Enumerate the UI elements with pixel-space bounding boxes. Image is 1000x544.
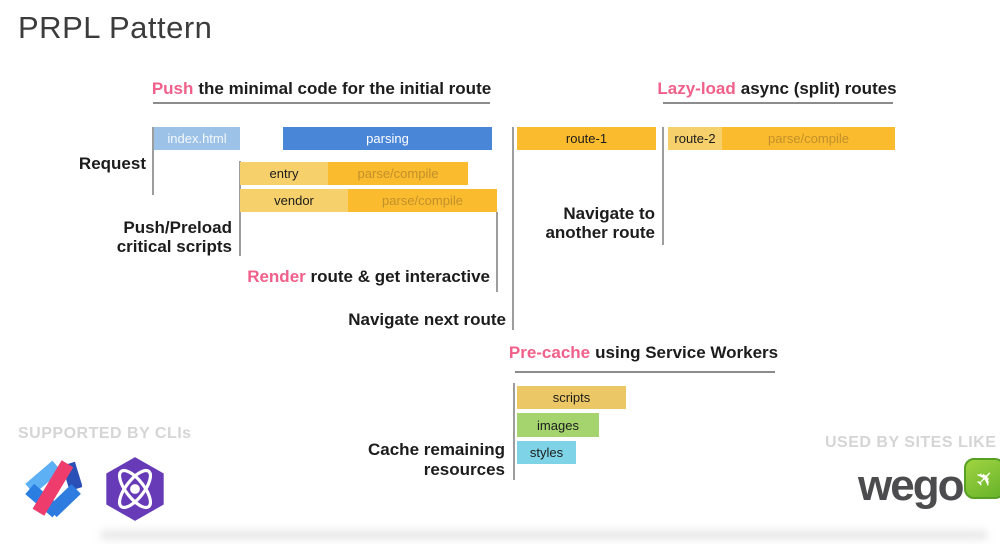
heading-push-highlight: Push [151, 79, 194, 98]
page-title: PRPL Pattern [18, 10, 213, 45]
bar-styles-label: styles [529, 445, 564, 460]
heading-lazyload-highlight: Lazy-load [657, 79, 736, 98]
marker-line-cache [513, 383, 515, 480]
bar-route-2: route-2 parse/compile [668, 127, 895, 150]
heading-precache-rest: using Service Workers [595, 343, 779, 362]
label-push-preload: Push/Preload critical scripts [60, 218, 232, 256]
marker-line-navigate-next [512, 127, 514, 330]
heading-precache: Pre-cache using Service Workers [508, 343, 779, 363]
heading-precache-highlight: Pre-cache [508, 343, 591, 362]
bar-entry: entry parse/compile [240, 162, 468, 185]
heading-lazyload-underline [663, 102, 893, 104]
label-render-rest: route & get interactive [310, 267, 491, 286]
bar-index-html: index.html [154, 127, 240, 150]
wego-wordmark: wego [858, 461, 964, 510]
bar-route-1: route-1 [517, 127, 656, 150]
label-navigate-another: Navigate to another route [500, 204, 655, 242]
bar-parsing-label: parsing [366, 131, 409, 146]
marker-line-navigate-another [662, 127, 664, 245]
bar-index-html-label: index.html [167, 131, 227, 146]
label-cache-remaining: Cache remaining resources [330, 440, 505, 480]
label-navigate-another-line1: Navigate to [563, 204, 655, 223]
wego-logo: wego ✈ [858, 458, 1000, 508]
heading-lazyload: Lazy-load async (split) routes [657, 79, 897, 99]
label-push-preload-line2: critical scripts [116, 237, 232, 256]
bar-scripts-label: scripts [552, 390, 591, 405]
bar-vendor: vendor parse/compile [240, 189, 497, 212]
marker-line-request [152, 127, 154, 195]
label-cache-remaining-line2: resources [423, 460, 505, 479]
label-navigate-another-line2: another route [545, 223, 655, 242]
heading-precache-underline [515, 371, 775, 373]
used-by-sites-label: USED BY SITES LIKE [825, 434, 997, 451]
marker-line-render [496, 212, 498, 292]
slide-bottom-shadow [100, 530, 988, 540]
wego-plane-icon: ✈ [969, 462, 1000, 494]
heading-lazyload-rest: async (split) routes [740, 79, 897, 98]
bar-images-label: images [537, 417, 579, 433]
bar-styles: styles [517, 441, 576, 464]
preact-logo-icon [106, 457, 164, 521]
bar-images: images [517, 413, 599, 437]
heading-push-underline [153, 102, 490, 104]
bar-route-2-parse-compile: parse/compile [722, 127, 895, 150]
bar-scripts: scripts [517, 386, 626, 409]
polymer-logo-icon [25, 460, 82, 518]
label-cache-remaining-line1: Cache remaining [368, 440, 505, 459]
bar-route-1-label: route-1 [565, 131, 608, 146]
label-render: Render route & get interactive [230, 267, 490, 286]
bar-entry-label: entry [240, 162, 328, 185]
bar-parsing: parsing [283, 127, 492, 150]
bar-vendor-label: vendor [240, 189, 348, 212]
wego-badge: ✈ [964, 458, 1000, 499]
supported-by-clis-label: SUPPORTED BY CLIs [18, 425, 192, 442]
bar-vendor-parse-compile: parse/compile [348, 189, 497, 212]
bar-entry-parse-compile: parse/compile [328, 162, 468, 185]
label-push-preload-line1: Push/Preload [123, 218, 232, 237]
bar-route-2-label: route-2 [668, 127, 722, 150]
label-request: Request [78, 154, 146, 173]
label-render-highlight: Render [247, 267, 306, 286]
heading-push: Push the minimal code for the initial ro… [151, 79, 492, 99]
label-navigate-next: Navigate next route [348, 310, 506, 329]
heading-push-rest: the minimal code for the initial route [198, 79, 492, 98]
